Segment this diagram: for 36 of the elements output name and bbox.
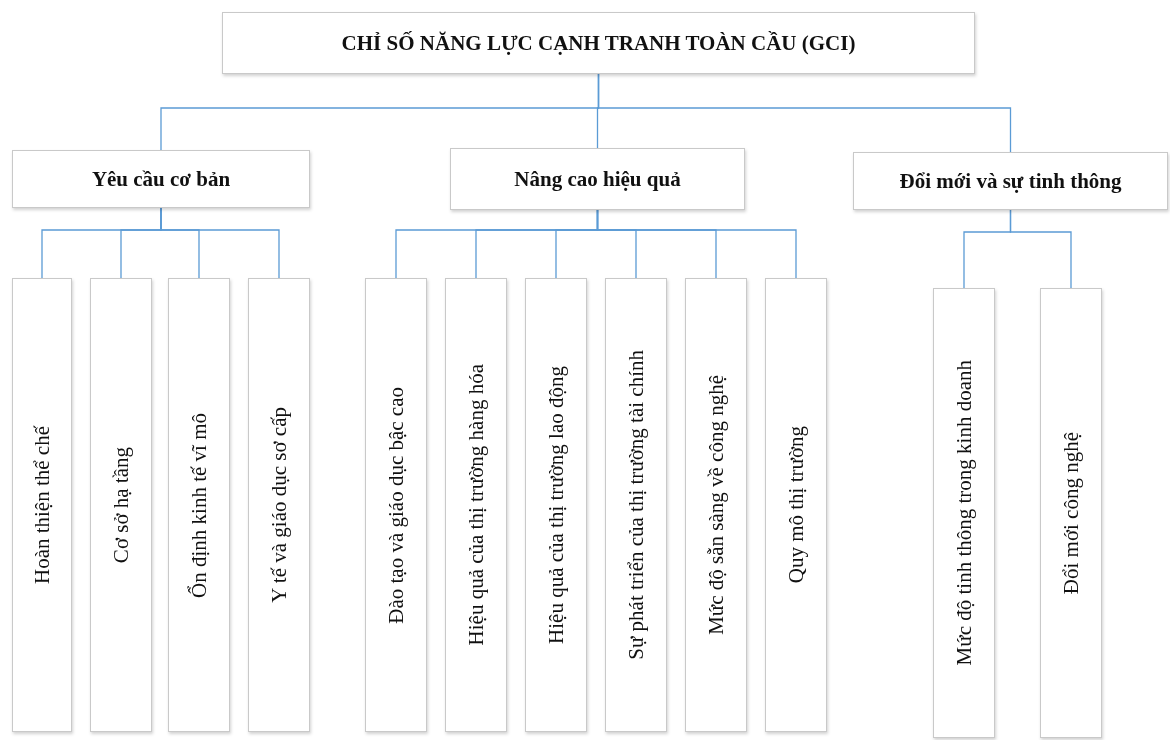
heading-box bbox=[222, 12, 975, 74]
category-box bbox=[365, 278, 427, 732]
heading-label: Yêu cầu cơ bản bbox=[91, 166, 231, 192]
heading-label: Đổi mới và sự tinh thông bbox=[899, 168, 1122, 194]
heading-box bbox=[450, 148, 745, 210]
category-label: Hoàn thiện thể chế bbox=[29, 426, 55, 584]
category-box bbox=[605, 278, 667, 732]
category-box bbox=[933, 288, 995, 738]
category-box bbox=[168, 278, 230, 732]
category-box bbox=[685, 278, 747, 732]
category-label: Cơ sở hạ tầng bbox=[108, 446, 134, 564]
connector-line bbox=[1009, 209, 1072, 289]
heading-label: Nâng cao hiệu quả bbox=[514, 166, 681, 192]
category-label: Sự phát triển của thị trường tài chính bbox=[623, 350, 649, 660]
category-label: Quy mô thị trường bbox=[783, 426, 809, 584]
category-label: Đổi mới công nghệ bbox=[1058, 431, 1084, 595]
heading-label: CHỈ SỐ NĂNG LỰC CẠNH TRANH TOÀN CẦU (GCI) bbox=[341, 30, 856, 56]
heading-box bbox=[853, 152, 1168, 210]
category-box bbox=[765, 278, 827, 732]
category-label: Mức độ tinh thông trong kinh doanh bbox=[951, 360, 977, 666]
category-box bbox=[90, 278, 152, 732]
category-label: Y tế và giáo dục sơ cấp bbox=[266, 407, 292, 603]
connector-line bbox=[160, 207, 280, 279]
category-label: Đào tạo và giáo dục bậc cao bbox=[383, 386, 409, 624]
connector-line bbox=[597, 73, 1012, 153]
category-label: Hiệu quả của thị trường lao động bbox=[543, 366, 569, 644]
category-label: Ổn định kinh tế vĩ mô bbox=[186, 412, 212, 598]
category-label: Mức độ sẵn sàng về công nghệ bbox=[703, 375, 729, 635]
category-box bbox=[248, 278, 310, 732]
connector-line bbox=[596, 209, 797, 279]
category-box bbox=[12, 278, 72, 732]
category-box bbox=[525, 278, 587, 732]
category-label: Hiệu quả của thị trường hàng hóa bbox=[463, 364, 489, 646]
category-box bbox=[445, 278, 507, 732]
heading-box bbox=[12, 150, 310, 208]
category-box bbox=[1040, 288, 1102, 738]
